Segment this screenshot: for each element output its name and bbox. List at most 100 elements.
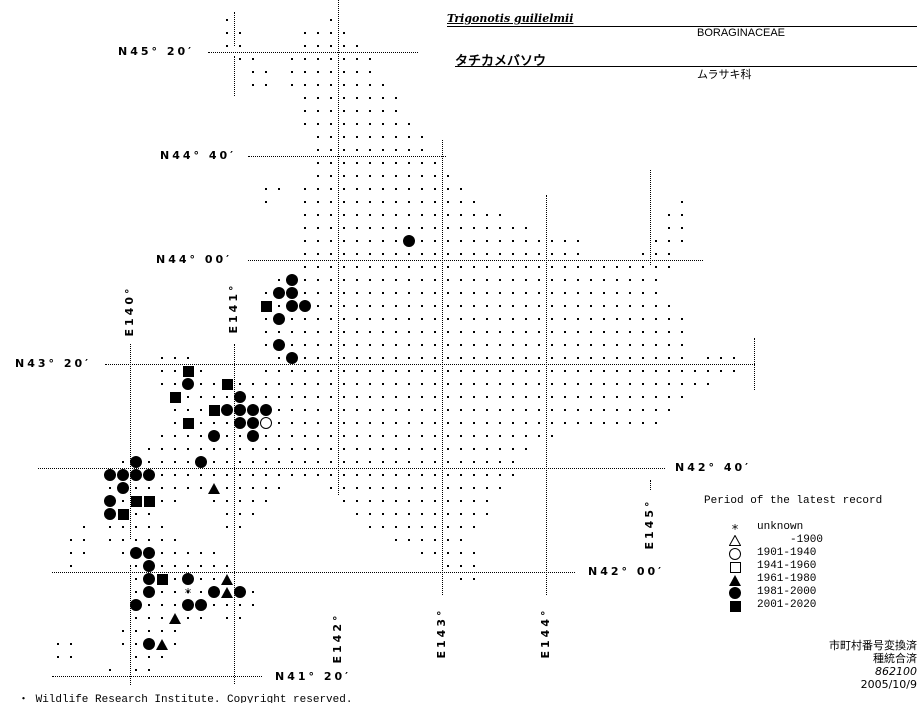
mesh-dot <box>317 344 319 346</box>
mesh-dot <box>304 188 306 190</box>
mesh-dot <box>343 240 345 242</box>
mesh-dot <box>70 552 72 554</box>
mesh-dot <box>356 162 358 164</box>
mesh-dot <box>642 266 644 268</box>
mesh-dot <box>304 201 306 203</box>
record-marker-1981-2000 <box>143 560 155 572</box>
mesh-dot <box>473 318 475 320</box>
mesh-dot <box>83 552 85 554</box>
record-marker-1981-2000 <box>247 430 259 442</box>
mesh-dot <box>343 266 345 268</box>
mesh-dot <box>161 617 163 619</box>
mesh-dot <box>499 318 501 320</box>
mesh-dot <box>369 58 371 60</box>
mesh-dot <box>551 279 553 281</box>
mesh-dot <box>317 461 319 463</box>
mesh-dot <box>447 175 449 177</box>
mesh-dot <box>486 214 488 216</box>
mesh-dot <box>395 357 397 359</box>
mesh-dot <box>213 448 215 450</box>
mesh-dot <box>343 318 345 320</box>
mesh-dot <box>330 136 332 138</box>
mesh-dot <box>369 214 371 216</box>
mesh-dot <box>187 435 189 437</box>
mesh-dot <box>200 422 202 424</box>
mesh-dot <box>447 279 449 281</box>
mesh-dot <box>486 253 488 255</box>
mesh-dot <box>512 383 514 385</box>
mesh-dot <box>252 58 254 60</box>
mesh-dot <box>421 305 423 307</box>
mesh-dot <box>486 422 488 424</box>
longitude-line-140b <box>130 565 131 685</box>
mesh-dot <box>317 383 319 385</box>
mesh-dot <box>460 344 462 346</box>
mesh-dot <box>655 370 657 372</box>
legend-label: 1981-2000 <box>757 586 817 598</box>
mesh-dot <box>603 318 605 320</box>
mesh-dot <box>473 500 475 502</box>
mesh-dot <box>629 292 631 294</box>
mesh-dot <box>525 383 527 385</box>
mesh-dot <box>421 487 423 489</box>
mesh-dot <box>668 227 670 229</box>
mesh-dot <box>174 357 176 359</box>
mesh-dot <box>330 487 332 489</box>
longitude-line-146 <box>754 338 755 390</box>
mesh-dot <box>382 331 384 333</box>
mesh-dot <box>395 123 397 125</box>
record-marker-2001-2020 <box>222 379 233 390</box>
mesh-dot <box>330 474 332 476</box>
mesh-dot <box>564 318 566 320</box>
mesh-dot <box>187 461 189 463</box>
mesh-dot <box>668 240 670 242</box>
mesh-dot <box>408 123 410 125</box>
mesh-dot <box>629 422 631 424</box>
mesh-dot <box>564 279 566 281</box>
mesh-dot <box>629 383 631 385</box>
longitude-line-144 <box>546 195 547 595</box>
mesh-dot <box>291 474 293 476</box>
mesh-dot <box>317 58 319 60</box>
mesh-dot <box>421 292 423 294</box>
mesh-dot <box>629 279 631 281</box>
mesh-dot <box>291 331 293 333</box>
mesh-dot <box>187 474 189 476</box>
record-marker-1981-2000 <box>143 469 155 481</box>
record-marker-1981-2000 <box>104 508 116 520</box>
mesh-dot <box>395 240 397 242</box>
mesh-dot <box>408 227 410 229</box>
mesh-dot <box>343 435 345 437</box>
latitude-line-41-20 <box>52 676 262 677</box>
mesh-dot <box>603 331 605 333</box>
mesh-dot <box>590 422 592 424</box>
mesh-dot <box>239 617 241 619</box>
mesh-dot <box>83 539 85 541</box>
mesh-dot <box>265 448 267 450</box>
mesh-dot <box>499 461 501 463</box>
mesh-dot <box>473 487 475 489</box>
mesh-dot <box>343 227 345 229</box>
mesh-dot <box>304 58 306 60</box>
mesh-dot <box>239 461 241 463</box>
mesh-dot <box>486 409 488 411</box>
mesh-dot <box>161 448 163 450</box>
filled-triangle-icon <box>729 575 741 586</box>
mesh-dot <box>460 409 462 411</box>
record-marker-1981-2000 <box>286 287 298 299</box>
record-marker-1981-2000 <box>182 599 194 611</box>
longitude-label: E144° <box>539 607 552 659</box>
mesh-dot <box>525 331 527 333</box>
mesh-dot <box>135 539 137 541</box>
mesh-dot <box>408 253 410 255</box>
mesh-dot <box>473 565 475 567</box>
mesh-dot <box>317 370 319 372</box>
mesh-dot <box>590 409 592 411</box>
mesh-dot <box>512 370 514 372</box>
mesh-dot <box>486 448 488 450</box>
mesh-dot <box>304 331 306 333</box>
mesh-dot <box>343 305 345 307</box>
mesh-dot <box>148 448 150 450</box>
mesh-dot <box>226 45 228 47</box>
mesh-dot <box>239 32 241 34</box>
